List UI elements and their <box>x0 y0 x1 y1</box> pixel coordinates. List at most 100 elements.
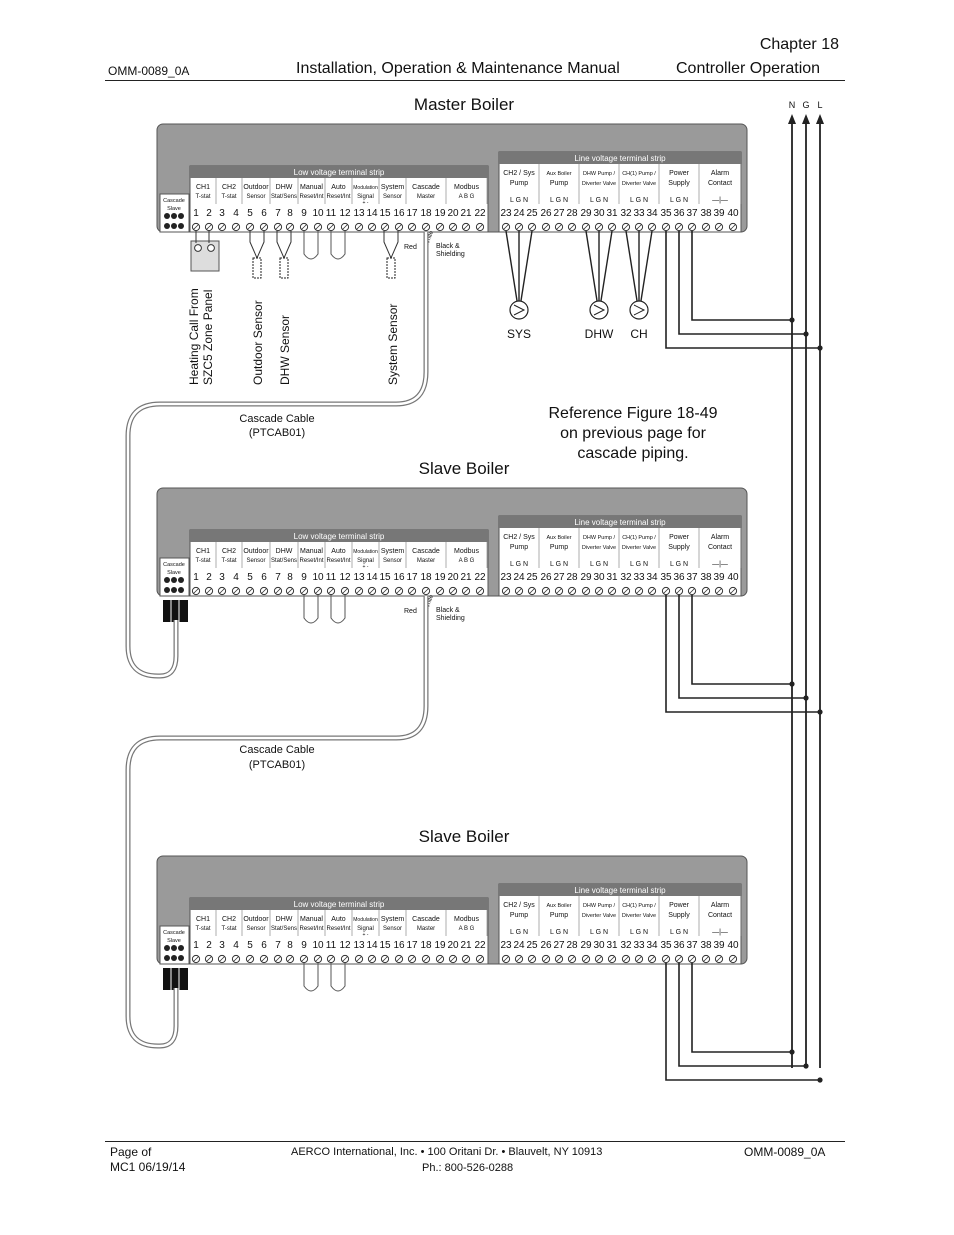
low-group-sublabel: Sensor <box>383 194 402 200</box>
pump-label-sys: SYS <box>507 327 531 341</box>
low-group-label: Outdoor <box>243 916 269 923</box>
low-group-sublabel: Stat/Sens <box>271 926 297 932</box>
terminal-slot <box>356 224 362 230</box>
low-group-sublabel: T-stat <box>221 926 236 932</box>
terminal-slot <box>219 588 225 594</box>
power-supply-wire <box>665 595 820 713</box>
low-group-label: Auto <box>331 916 346 923</box>
low-group-label: Cascade <box>412 916 440 923</box>
line-group-polarity: L G N <box>670 197 688 204</box>
terminal-number: 37 <box>686 208 698 219</box>
terminal-slot <box>206 956 212 962</box>
line-group-polarity: L G N <box>590 561 608 568</box>
low-group-label: DHW <box>276 184 293 191</box>
cascade-slave-label: Cascade <box>163 930 185 936</box>
terminal-slot <box>463 224 469 230</box>
line-group-polarity: L G N <box>670 929 688 936</box>
terminal-slot <box>623 224 629 230</box>
pump-arrow <box>593 304 606 316</box>
terminal-slot <box>609 956 615 962</box>
low-group-label: CH2 <box>222 548 236 555</box>
low-group-sublabel: T-stat <box>195 926 210 932</box>
reset-jumper <box>330 595 346 624</box>
cascade-slave-pin <box>171 213 177 219</box>
low-group-sublabel: A B G <box>459 194 475 200</box>
low-voltage-strip-header <box>190 166 488 178</box>
terminal-slot <box>247 224 253 230</box>
low-group-sublabel: T-stat <box>195 558 210 564</box>
terminal-number: 12 <box>339 208 351 219</box>
terminal-number: 20 <box>447 208 459 219</box>
line-group-label: CH2 / Sys <box>503 170 535 177</box>
line-group-label: DHW Pump / <box>583 535 616 541</box>
low-group-label: Cascade <box>412 184 440 191</box>
footer-address: AERCO International, Inc. • 100 Oritani … <box>291 1146 603 1158</box>
low-group-sublabel: T-stat <box>221 194 236 200</box>
pump-wire <box>640 230 653 302</box>
sensor-dhw <box>279 257 289 279</box>
power-supply-wire <box>678 595 806 699</box>
low-group-label: DHW <box>276 548 293 555</box>
line-group-polarity: L G N <box>630 561 648 568</box>
terminal-slot <box>676 224 682 230</box>
low-group-label: Modbus <box>454 916 479 923</box>
power-supply-wire <box>678 963 806 1067</box>
terminal-number: 14 <box>366 572 378 583</box>
terminal-slot <box>382 224 388 230</box>
terminal-slot <box>369 224 375 230</box>
low-group-label: CH1 <box>196 184 210 191</box>
terminal-number: 16 <box>393 940 405 951</box>
terminal-slot <box>609 224 615 230</box>
sensor-label-0: Heating Call FromSZC5 Zone Panel <box>187 288 215 385</box>
line-group-sublabel: Contact <box>708 544 732 551</box>
terminal-slot <box>261 588 267 594</box>
pump-icon <box>629 300 649 320</box>
terminal-number: 39 <box>713 572 725 583</box>
terminal-slot <box>409 224 415 230</box>
reference-note-line: Reference Figure 18-49 <box>549 405 718 422</box>
terminal-number: 8 <box>287 572 293 583</box>
terminal-slot <box>477 956 483 962</box>
low-group-sublabel: Sensor <box>246 194 265 200</box>
line-group-polarity: —|— <box>712 197 728 204</box>
terminal-slot <box>556 224 562 230</box>
line-group-sublabel: Diverter Valve <box>622 181 656 187</box>
terminal-slot <box>342 956 348 962</box>
line-group-sublabel: Supply <box>668 912 690 919</box>
low-group-polarity: + - <box>363 932 369 938</box>
low-group-label: Auto <box>331 184 346 191</box>
sensor-lead-system <box>383 231 399 260</box>
low-group-sublabel: Signal <box>357 194 374 200</box>
terminal-number: 26 <box>540 940 552 951</box>
line-group-sublabel: Diverter Valve <box>582 545 616 551</box>
cascade-cable-label: Cascade Cable <box>239 413 314 425</box>
terminal-slot <box>556 956 562 962</box>
terminal-number: 4 <box>233 208 239 219</box>
terminal-slot <box>369 588 375 594</box>
low-group-label: System <box>381 184 405 191</box>
terminal-number: 12 <box>339 940 351 951</box>
low-voltage-strip-title: Low voltage terminal strip <box>294 900 385 909</box>
terminal-slot <box>342 588 348 594</box>
line-group-sublabel: Contact <box>708 180 732 187</box>
cascade-slave-pin <box>164 955 170 961</box>
terminal-slot <box>663 588 669 594</box>
cascade-slave-label-2: Slave <box>167 938 181 944</box>
terminal-slot <box>423 588 429 594</box>
terminal-number: 21 <box>460 208 472 219</box>
power-supply-wire <box>691 595 792 685</box>
terminal-slot <box>503 224 509 230</box>
terminal-number: 31 <box>606 572 618 583</box>
cascade-cable-label: Cascade Cable <box>239 744 314 756</box>
footer-rule <box>105 1141 845 1142</box>
boiler-title: Slave Boiler <box>419 827 510 846</box>
terminal-slot <box>569 588 575 594</box>
low-voltage-strip-header <box>190 898 488 910</box>
cascade-slave-pin <box>164 213 170 219</box>
low-group-sublabel: Reset/Int <box>299 926 323 932</box>
terminal-slot <box>516 588 522 594</box>
cascade-slave-pin <box>178 213 184 219</box>
terminal-slot <box>315 588 321 594</box>
